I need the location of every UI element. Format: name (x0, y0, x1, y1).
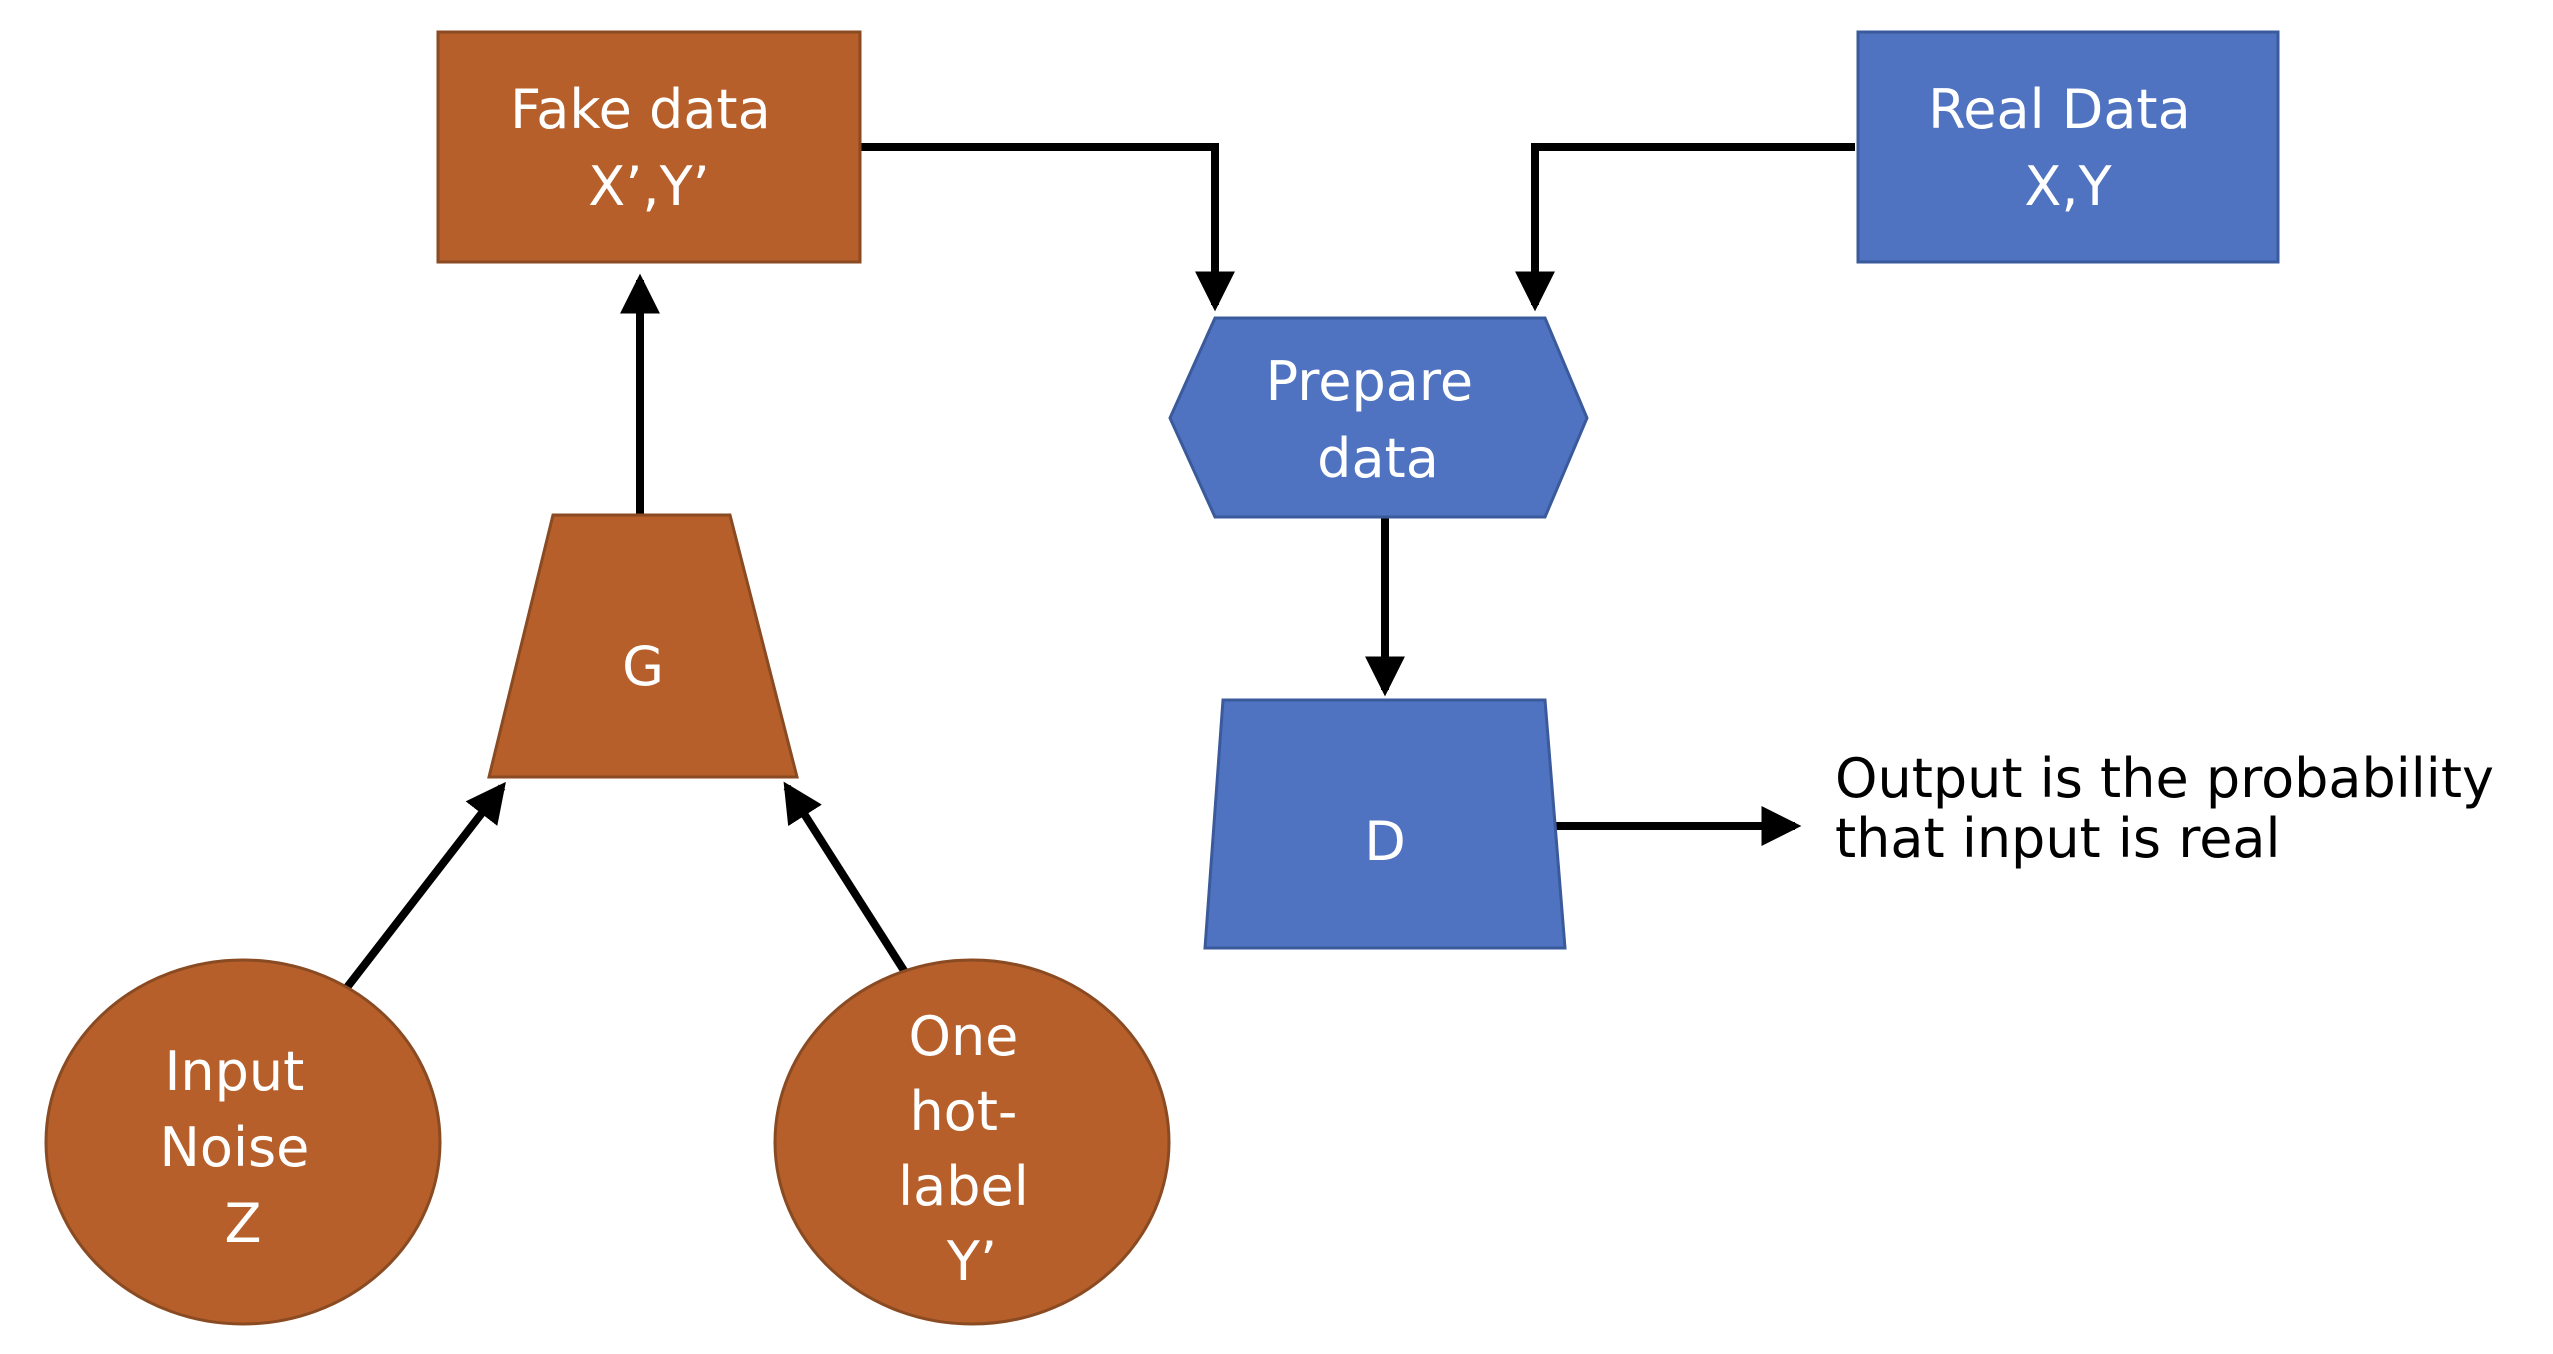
one-hot-label-label: One hot- label Y’ (898, 1005, 1046, 1293)
generator-node: G (487, 513, 799, 779)
prepare-data-node: Prepare data (1168, 316, 1589, 519)
input-noise-label-line-2: Noise (160, 1116, 310, 1179)
discriminator-node: D (1203, 698, 1567, 950)
input-noise-label-line-1: Input (165, 1040, 305, 1103)
output-note: Output is the probability that input is … (1835, 747, 2511, 870)
one-hot-label-line-1: One (908, 1005, 1018, 1068)
input-noise-ellipse (44, 958, 442, 1326)
edge-fake-data-to-prepare (860, 143, 1235, 312)
output-note-line-1: Output is the probability (1835, 747, 2494, 810)
generator-label-line-1: G (622, 635, 664, 698)
discriminator-trapezoid (1203, 698, 1567, 950)
real-data-label-line-1: Real Data (1928, 78, 2191, 141)
input-noise-node: Input Noise Z (44, 958, 442, 1326)
edge-noise-to-generator (341, 781, 506, 993)
fake-data-node: Fake data X’,Y’ (436, 30, 862, 264)
fake-data-label: Fake data X’,Y’ (510, 78, 788, 218)
real-data-box (1856, 30, 2280, 264)
real-data-label: Real Data X,Y (1928, 78, 2208, 218)
edges (341, 143, 1855, 993)
generator-label: G (622, 635, 664, 698)
fake-data-label-line-1: Fake data (510, 78, 771, 141)
prepare-data-label-line-1: Prepare (1266, 350, 1473, 413)
edge-real-data-to-prepare (1515, 143, 1855, 312)
input-noise-label: Input Noise Z (160, 1040, 327, 1255)
real-data-label-line-2: X,Y (2024, 155, 2112, 218)
prepare-data-hexagon (1168, 316, 1589, 519)
one-hot-label-line-2: hot- (909, 1080, 1017, 1143)
one-hot-label-node: One hot- label Y’ (773, 958, 1171, 1326)
generator-trapezoid (487, 513, 799, 779)
one-hot-label-line-3: label (898, 1155, 1029, 1218)
real-data-node: Real Data X,Y (1856, 30, 2280, 264)
output-note-line-2: that input is real (1835, 807, 2281, 870)
discriminator-label: D (1364, 810, 1406, 873)
discriminator-label-line-1: D (1364, 810, 1406, 873)
fake-data-box (436, 30, 862, 264)
prepare-data-label-line-2: data (1317, 427, 1439, 490)
edge-label-to-generator (783, 781, 914, 983)
one-hot-label-ellipse (773, 958, 1171, 1326)
fake-data-label-line-2: X’,Y’ (588, 155, 709, 218)
input-noise-label-line-3: Z (225, 1192, 262, 1255)
prepare-data-label: Prepare data (1266, 350, 1491, 490)
one-hot-label-line-4: Y’ (946, 1230, 997, 1293)
